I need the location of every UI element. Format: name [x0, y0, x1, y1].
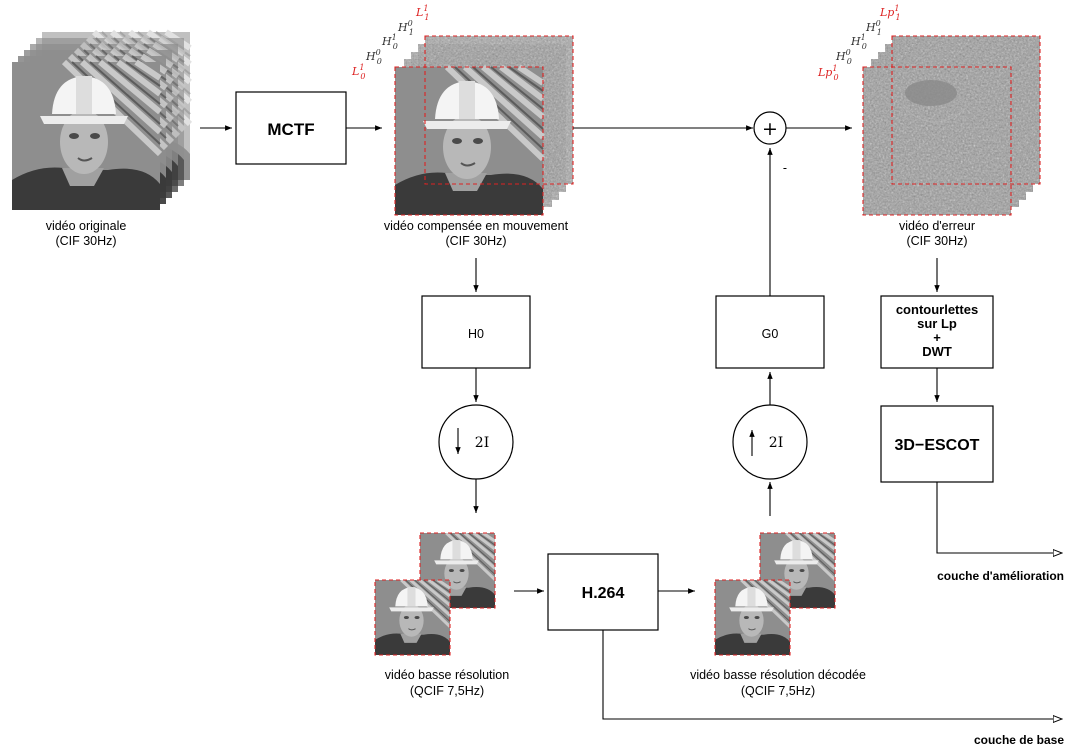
error-label-H00-base: H: [835, 50, 846, 63]
frame-label-L01-sup: 1: [359, 63, 364, 72]
error-label-H01-base: H: [850, 35, 861, 48]
svg-text:H01: H01: [397, 19, 414, 37]
upsample-factor: 2I: [769, 435, 783, 451]
frame-label-H10-sub: 1: [409, 28, 414, 37]
contourlettes-line2: sur Lp: [917, 316, 957, 331]
svg-text:H00: H00: [365, 48, 382, 66]
frame-label-H00-sub: 0: [377, 57, 382, 66]
contourlettes-block: [880, 295, 994, 369]
error-label-Lp11-sub: 1: [895, 13, 900, 22]
frame-label-H01-sub: 0: [393, 42, 398, 51]
error-caption-line1: vidéo d'erreur: [899, 219, 975, 233]
svg-text:L10: L10: [351, 63, 366, 81]
svg-text:H00: H00: [835, 48, 852, 66]
contourlettes-line3: +: [933, 330, 941, 345]
original-caption-line1: vidéo originale: [46, 219, 127, 233]
low-res-decoded-video-stack: [714, 532, 836, 656]
original-caption-line2: (CIF 30Hz): [55, 234, 116, 248]
svg-text:H10: H10: [850, 33, 867, 51]
svg-text:H01: H01: [865, 19, 882, 37]
low-res-video-stack: [374, 532, 496, 656]
error-video-stack: [862, 35, 1041, 216]
contourlettes-line4: DWT: [922, 344, 952, 359]
low-res-caption-line1: vidéo basse résolution: [385, 668, 509, 682]
h264-block: [547, 553, 659, 631]
frame-label-L01-base: L: [351, 65, 359, 78]
minus-sign: -: [783, 161, 787, 175]
error-caption-line2: (CIF 30Hz): [906, 234, 967, 248]
compensated-video-stack: [395, 35, 574, 215]
decoded-caption-line1: vidéo basse résolution décodée: [690, 668, 866, 682]
escot-label: 3D−ESCOT: [895, 437, 980, 454]
error-label-H10-base: H: [865, 21, 876, 34]
sum-symbol: +: [762, 118, 778, 140]
base-layer-label: couche de base: [974, 733, 1064, 747]
enhancement-layer-label: couche d'amélioration: [937, 569, 1064, 583]
g0-block: [715, 295, 825, 369]
error-label-H10-sup: 0: [876, 19, 881, 28]
h0-block: [421, 295, 531, 369]
svg-text:H10: H10: [381, 33, 398, 51]
arrow-enhancement-output: [936, 482, 1062, 553]
frame-label-H10-sup: 0: [408, 19, 413, 28]
frame-label-L11-sub: 1: [424, 13, 429, 22]
h0-label: H0: [468, 327, 484, 341]
downsample-factor: 2I: [475, 435, 489, 451]
error-label-H10-sub: 1: [877, 28, 882, 37]
compensated-caption-line1: vidéo compensée en mouvement: [384, 219, 569, 233]
error-label-H00-sup: 0: [846, 48, 851, 57]
frame-label-H01-sup: 1: [392, 33, 397, 42]
error-label-Lp11-base: Lp: [879, 6, 894, 19]
error-label-H01-sup: 1: [861, 33, 866, 42]
low-res-caption-line2: (QCIF 7,5Hz): [410, 684, 484, 698]
decoded-caption-line2: (QCIF 7,5Hz): [741, 684, 815, 698]
error-label-H01-sub: 0: [862, 42, 867, 51]
frame-label-H01-base: H: [381, 35, 392, 48]
error-label-H00-sub: 0: [847, 57, 852, 66]
error-label-Lp11-sup: 1: [894, 4, 899, 13]
contourlettes-line1: contourlettes: [896, 302, 978, 317]
mctf-label: MCTF: [267, 120, 314, 139]
original-video-stack: [12, 32, 190, 210]
frame-label-L01-sub: 0: [360, 72, 365, 81]
error-label-Lp01-base: Lp: [817, 66, 832, 79]
frame-label-H00-sup: 0: [376, 48, 381, 57]
error-label-Lp01-sup: 1: [832, 64, 837, 73]
frame-label-L11-base: L: [415, 6, 423, 19]
frame-label-L11-sup: 1: [423, 4, 428, 13]
svg-text:L11: L11: [415, 4, 430, 22]
arrow-base-output: [602, 630, 1062, 719]
compensated-caption-line2: (CIF 30Hz): [445, 234, 506, 248]
frame-label-H10-base: H: [397, 21, 408, 34]
h264-label: H.264: [582, 585, 625, 602]
error-label-Lp01-sub: 0: [833, 73, 838, 82]
frame-label-H00-base: H: [365, 50, 376, 63]
g0-label: G0: [762, 327, 779, 341]
